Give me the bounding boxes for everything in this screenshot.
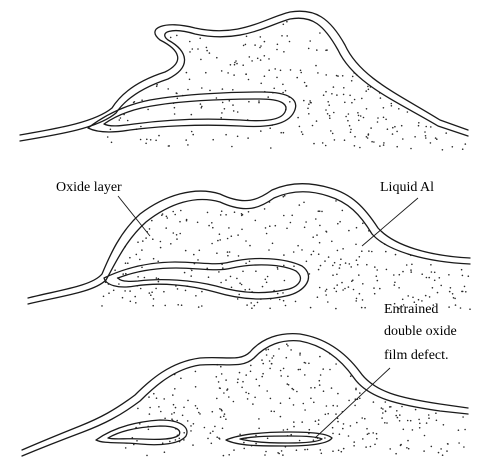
surface-oxide-inner-2: [28, 192, 470, 304]
panel-1-folding-surface: [20, 11, 468, 150]
surface-oxide-outer-1: [20, 11, 468, 135]
surface-oxide-outer-2: [28, 184, 470, 298]
oxide-layer-leader-line: [118, 196, 150, 236]
liquid-al-leader-line: [362, 198, 418, 246]
surface-oxide-inner-1: [20, 18, 468, 141]
liquid-al-label: Liquid Al: [380, 178, 434, 197]
folded-oxide-lobe-2-inner: [118, 265, 300, 293]
defect-label-line-3: film defect.: [384, 346, 449, 365]
surface-fold-remnant-3: [96, 420, 187, 445]
defect-leader-line: [315, 368, 390, 438]
oxide-layer-label: Oxide layer: [56, 178, 122, 197]
defect-label-line-2: double oxide: [384, 322, 457, 341]
double-oxide-film-defect-inner: [240, 436, 322, 443]
panel-2-closing-fold: [28, 184, 471, 310]
defect-label-line-1: Entrained: [384, 300, 438, 319]
liquid-metal-stipple-2: [101, 195, 471, 310]
